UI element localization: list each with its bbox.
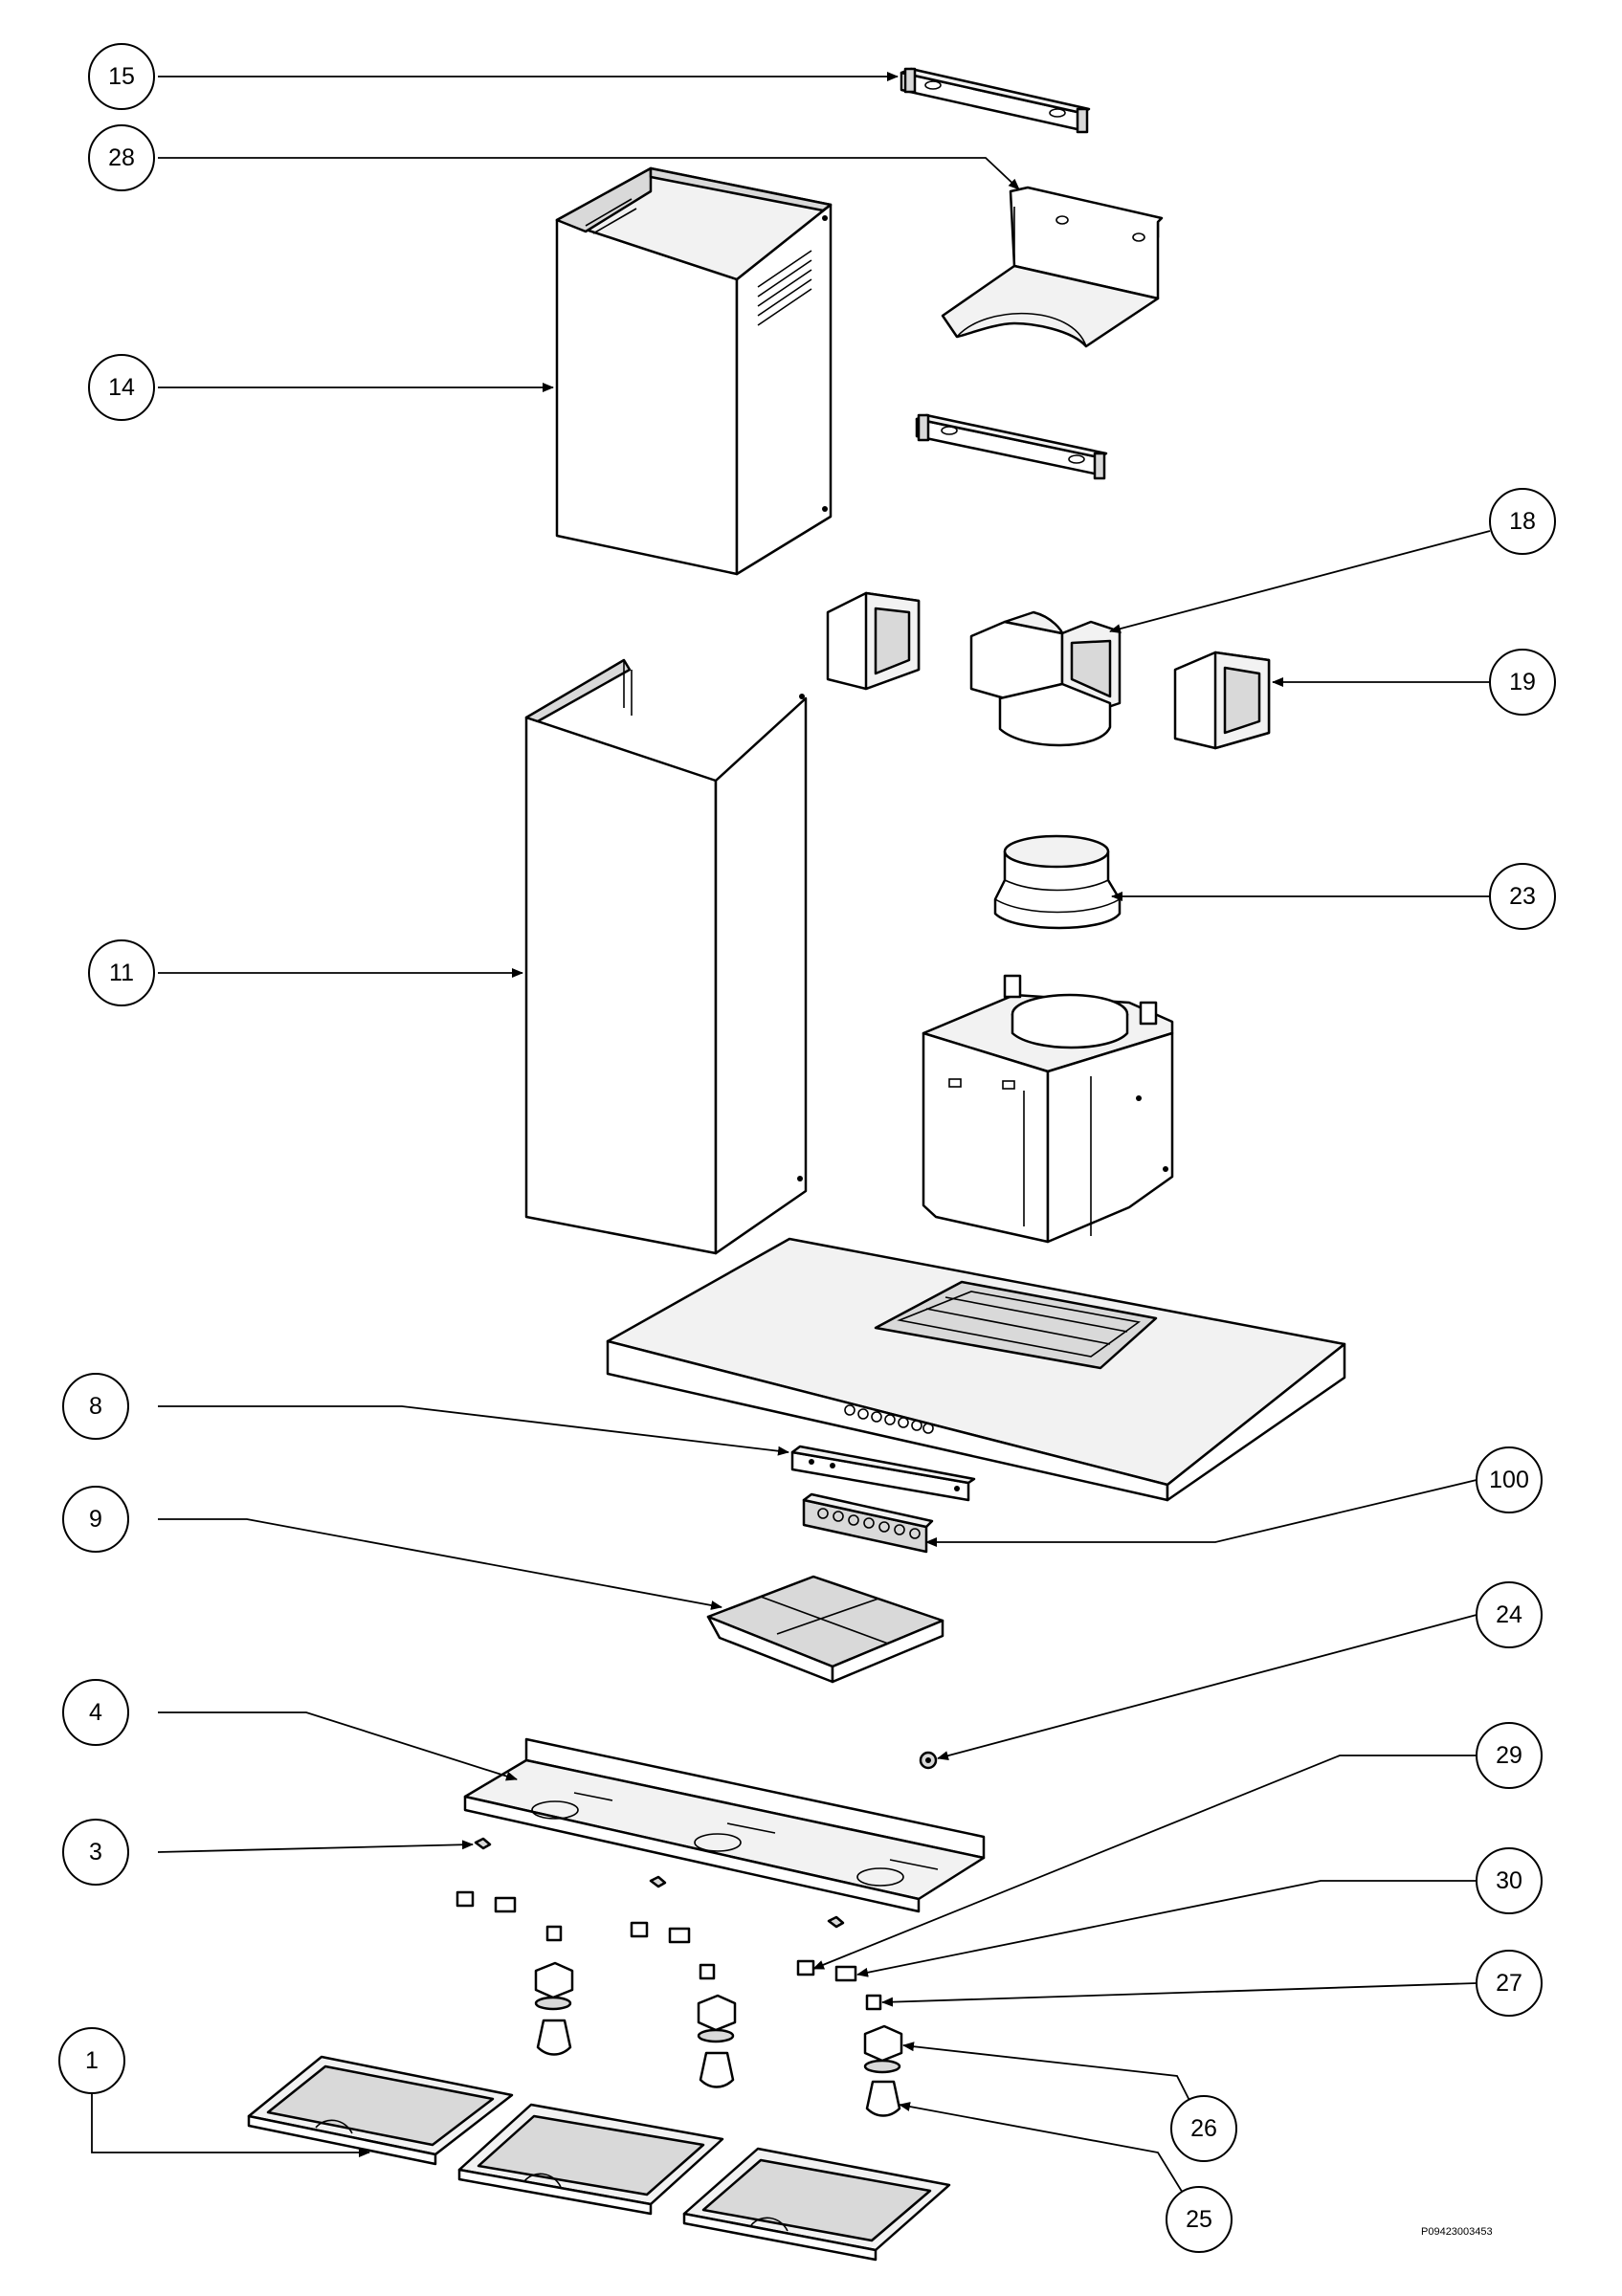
callout-29: 29: [1476, 1722, 1543, 1789]
callout-18: 18: [1489, 488, 1556, 555]
callout-19: 19: [1489, 649, 1556, 716]
svg-text:28: 28: [108, 144, 135, 171]
part-27-bushing: [865, 1994, 882, 2011]
svg-text:26: 26: [1190, 2115, 1217, 2142]
part-26-lamp-holder: [863, 2024, 903, 2063]
callout-15: 15: [88, 43, 155, 110]
part-15-upper-bracket: [900, 67, 1091, 134]
svg-text:100: 100: [1489, 1467, 1529, 1493]
callout-26: 26: [1170, 2095, 1237, 2162]
callout-28: 28: [88, 124, 155, 191]
part-9-carbon-filter: [706, 1575, 944, 1684]
svg-text:14: 14: [108, 374, 135, 401]
callout-23: 23: [1489, 863, 1556, 930]
svg-text:25: 25: [1186, 2206, 1212, 2233]
part-25-bulb: [865, 2080, 901, 2117]
svg-text:11: 11: [109, 960, 134, 986]
part-4-lamp-rail: [463, 1737, 986, 1913]
svg-text:8: 8: [89, 1393, 102, 1420]
part-14-upper-chimney: [555, 166, 833, 576]
svg-text:9: 9: [89, 1506, 102, 1533]
part-100-control-panel: [802, 1492, 934, 1554]
part-14-lower-bracket: [915, 413, 1108, 480]
part-29-clip: [796, 1959, 815, 1976]
callout-11: 11: [88, 939, 155, 1006]
part-18-y-duct: [969, 610, 1122, 747]
callout-4: 4: [62, 1679, 129, 1746]
svg-text:4: 4: [89, 1699, 102, 1726]
lamp-holder-group-right: [796, 1959, 903, 2117]
lamp-holder-group-left: [455, 1890, 574, 2056]
svg-text:19: 19: [1509, 669, 1536, 695]
part-19-left-duct: [826, 591, 921, 691]
svg-text:3: 3: [89, 1839, 102, 1866]
part-8-control-bracket: [790, 1445, 976, 1502]
callout-8: 8: [62, 1373, 129, 1440]
callout-100: 100: [1476, 1446, 1543, 1513]
callout-1: 1: [58, 2027, 125, 2094]
part-28-mount-plate: [941, 186, 1164, 348]
svg-text:15: 15: [108, 63, 135, 90]
part-11-lower-chimney: [524, 658, 808, 1255]
svg-text:24: 24: [1496, 1601, 1522, 1628]
callout-9: 9: [62, 1486, 129, 1553]
leader-lines: [91, 72, 1491, 2220]
svg-text:30: 30: [1496, 1867, 1522, 1894]
part-30-clip: [834, 1965, 857, 1982]
part-24-nut: [919, 1751, 938, 1770]
part-3-screws: [474, 1837, 845, 1929]
motor-housing: [922, 974, 1174, 1244]
svg-text:18: 18: [1509, 508, 1536, 535]
callout-14: 14: [88, 354, 155, 421]
svg-text:1: 1: [85, 2047, 99, 2074]
callout-30: 30: [1476, 1847, 1543, 1914]
callout-3: 3: [62, 1819, 129, 1886]
drawing-code: P09423003453: [1421, 2226, 1493, 2238]
part-23-reducer-ring: [993, 834, 1122, 930]
part-19-right-duct: [1173, 651, 1271, 750]
svg-text:23: 23: [1509, 883, 1536, 910]
lamp-holder-group-middle: [630, 1921, 737, 2088]
hood-canopy: [606, 1237, 1346, 1502]
part-1-grease-filters: [247, 2055, 951, 2262]
callout-25: 25: [1166, 2186, 1233, 2253]
svg-text:29: 29: [1496, 1742, 1522, 1769]
callout-24: 24: [1476, 1581, 1543, 1648]
svg-text:27: 27: [1496, 1970, 1522, 1997]
callout-27: 27: [1476, 1950, 1543, 2017]
